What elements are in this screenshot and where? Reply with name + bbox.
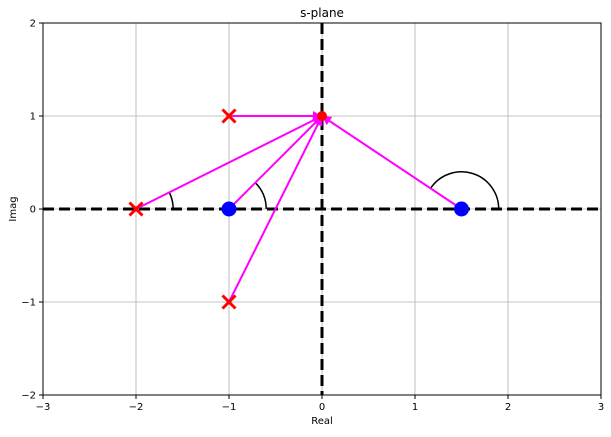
zero-marker — [221, 201, 237, 217]
pole-zero-markers — [128, 108, 469, 310]
pole-marker-stroke — [221, 108, 237, 124]
y-tick-label: 1 — [30, 112, 36, 123]
x-tick-label: 2 — [505, 402, 511, 413]
test-point-marker — [317, 111, 327, 121]
y-tick-label: −1 — [21, 298, 36, 309]
zero-marker — [454, 201, 469, 217]
zero-axes — [43, 23, 601, 395]
pole-marker-stroke — [221, 294, 237, 310]
vector-line — [228, 123, 319, 303]
angle-arc — [254, 182, 267, 210]
vector-line — [135, 119, 315, 210]
y-tick-label: −2 — [21, 391, 36, 402]
pole-marker-stroke — [128, 201, 144, 217]
pole-marker — [221, 294, 237, 310]
x-tick-label: 1 — [412, 402, 418, 413]
x-tick-label: 0 — [319, 402, 325, 413]
vector-line — [328, 120, 463, 210]
x-tick-label: −1 — [222, 402, 237, 413]
x-axis-label: Real — [311, 416, 333, 427]
y-tick-label: 2 — [30, 19, 36, 30]
y-tick-label: 0 — [30, 205, 36, 216]
pole-marker — [221, 108, 237, 124]
x-tick-label: 3 — [598, 402, 604, 413]
pole-marker — [128, 201, 144, 217]
angle-arc — [429, 171, 500, 210]
vector-line — [228, 121, 317, 210]
y-axis-label: Imag — [8, 196, 19, 221]
x-tick-label: −3 — [36, 402, 51, 413]
chart-title: s-plane — [300, 6, 344, 20]
x-tick-label: −2 — [129, 402, 144, 413]
